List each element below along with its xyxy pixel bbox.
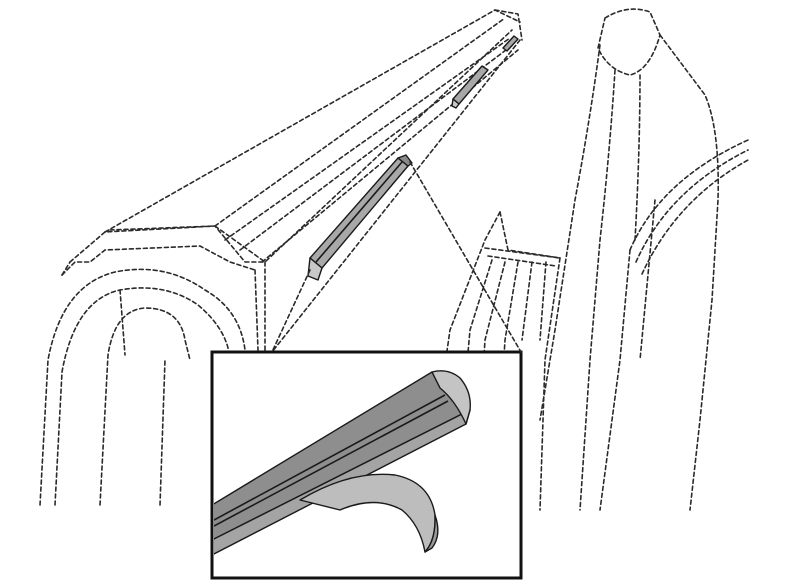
leader-lines — [271, 161, 522, 353]
trim-strip-large — [307, 154, 413, 281]
trim-strip-small — [502, 35, 519, 52]
detail-inset — [210, 350, 523, 580]
adhesive-liner-peeled — [299, 473, 439, 553]
trim-strip-medium — [451, 65, 489, 109]
